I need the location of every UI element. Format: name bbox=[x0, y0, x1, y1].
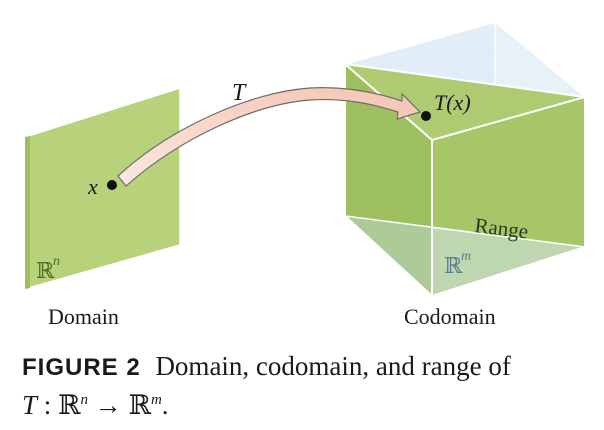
domain-caption: Domain bbox=[48, 304, 119, 329]
svg-text:n: n bbox=[53, 254, 60, 269]
caption-text: Domain, codomain, and range of bbox=[155, 351, 511, 381]
point-label: x bbox=[87, 174, 98, 199]
codomain-caption: Codomain bbox=[404, 304, 496, 329]
arrow-label: T bbox=[232, 80, 247, 106]
caption-math-T: T bbox=[22, 390, 38, 420]
caption-math-arrow: → ℝ bbox=[87, 390, 151, 420]
domain-plane bbox=[24, 86, 181, 290]
svg-text:m: m bbox=[461, 249, 471, 264]
caption-math-domain: : ℝ bbox=[37, 390, 81, 420]
codomain-space-label: ℝ m bbox=[444, 249, 471, 278]
point-x bbox=[107, 180, 117, 190]
point-Tx bbox=[421, 111, 431, 121]
domain-space-label: ℝ n bbox=[36, 254, 60, 283]
caption-exp-n: n bbox=[80, 392, 88, 408]
svg-text:ℝ: ℝ bbox=[444, 253, 463, 278]
transformation-arrow bbox=[117, 87, 422, 187]
caption-period: . bbox=[161, 390, 169, 420]
figure-caption: FIGURE 2 Domain, codomain, and range of … bbox=[22, 350, 592, 422]
figure-number: FIGURE 2 bbox=[22, 354, 141, 381]
image-label: T(x) bbox=[434, 90, 471, 115]
caption-exp-m: m bbox=[150, 392, 162, 408]
svg-text:ℝ: ℝ bbox=[36, 258, 55, 283]
